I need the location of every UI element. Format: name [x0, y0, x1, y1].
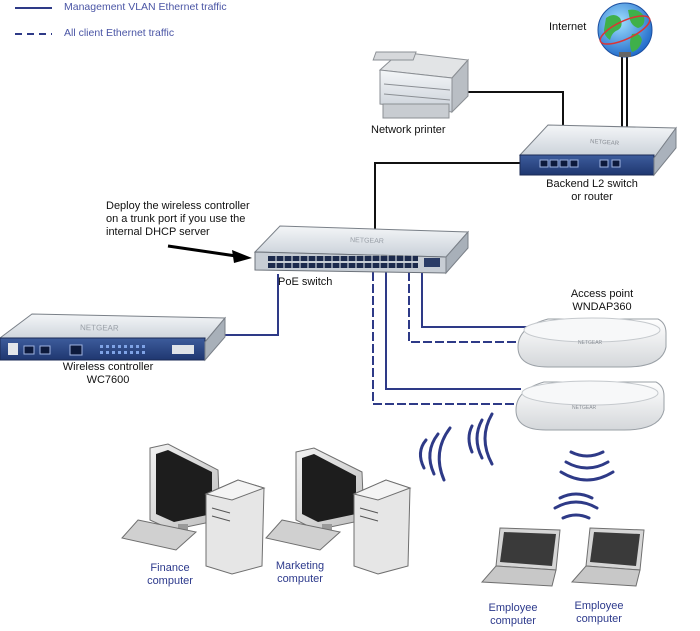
wireless-controller-label-line2: WC7600: [86, 374, 130, 386]
employee-computer-2-label-line1: Employee: [574, 600, 624, 612]
access-point-label: Access point WNDAP360: [560, 288, 644, 314]
legend: [15, 7, 52, 35]
legend-client-label: All client Ethernet traffic: [64, 27, 175, 39]
backend-switch-label-line1: Backend L2 switch: [546, 178, 638, 190]
marketing-computer-label: Marketing computer: [267, 560, 333, 586]
wireless-controller-label-line1: Wireless controller: [62, 361, 154, 373]
employee-computer-1-label: Employee computer: [480, 602, 546, 628]
legend-management-label: Management VLAN Ethernet traffic: [64, 1, 227, 13]
wireless-controller-label: Wireless controller WC7600: [48, 361, 168, 387]
employee-laptop-1-icon: [480, 527, 561, 587]
connections: [221, 54, 628, 405]
backend-switch-label-line2: or router: [571, 191, 613, 203]
backend-switch-icon: NETGEAR: [518, 124, 677, 177]
employee-computer-2-label-line2: computer: [576, 613, 622, 625]
link-poe-ap1-client: [408, 272, 521, 343]
deployment-note-line3: internal DHCP server: [106, 226, 210, 238]
deployment-note-line2: on a trunk port if you use the: [106, 213, 246, 225]
link-poe-ap1-mgmt: [421, 272, 531, 328]
backend-switch-label: Backend L2 switch or router: [540, 178, 644, 204]
internet-label: Internet: [549, 21, 587, 33]
link-poe-ap2-client: [372, 272, 517, 405]
deployment-note: Deploy the wireless controller on a trun…: [106, 200, 250, 239]
link-poe-ap2-mgmt: [385, 272, 521, 390]
finance-computer-icon: [121, 443, 266, 575]
link-poe-controller: [221, 274, 279, 336]
svg-text:NETGEAR: NETGEAR: [590, 139, 620, 147]
internet-globe-icon: [597, 2, 653, 58]
employee-computer-1-label-line1: Employee: [488, 602, 538, 614]
access-point-2-icon: NETGEAR: [515, 380, 665, 431]
network-printer-icon: [372, 51, 470, 119]
finance-computer-label: Finance computer: [138, 562, 202, 588]
marketing-computer-label-line1: Marketing: [275, 560, 325, 572]
poe-switch-icon: NETGEAR: [253, 225, 470, 275]
marketing-computer-icon: [265, 447, 412, 575]
note-arrow: [167, 244, 252, 263]
svg-text:NETGEAR: NETGEAR: [578, 340, 603, 346]
deployment-note-line1: Deploy the wireless controller: [106, 200, 250, 212]
employee-computer-2-label: Employee computer: [566, 600, 632, 626]
finance-computer-label-line2: computer: [147, 575, 193, 587]
access-point-label-line2: WNDAP360: [572, 301, 632, 313]
svg-text:NETGEAR: NETGEAR: [350, 237, 384, 245]
wireless-controller-icon: NETGEAR: [0, 313, 227, 362]
poe-switch-label: PoE switch: [278, 276, 333, 288]
link-poe-backend: [374, 162, 537, 229]
access-point-1-icon: NETGEAR: [517, 317, 667, 368]
marketing-computer-label-line2: computer: [277, 573, 323, 585]
poe-switch-ports: [268, 256, 418, 268]
employee-computer-1-label-line2: computer: [490, 615, 536, 627]
employee-laptop-2-icon: [570, 527, 645, 587]
network-printer-label: Network printer: [371, 124, 446, 136]
finance-computer-label-line1: Finance: [150, 562, 190, 574]
svg-text:NETGEAR: NETGEAR: [572, 405, 597, 411]
link-printer-backend: [462, 91, 564, 131]
access-point-label-line1: Access point: [570, 288, 634, 300]
wifi-waves-icon: [419, 412, 615, 520]
svg-text:NETGEAR: NETGEAR: [80, 323, 119, 333]
